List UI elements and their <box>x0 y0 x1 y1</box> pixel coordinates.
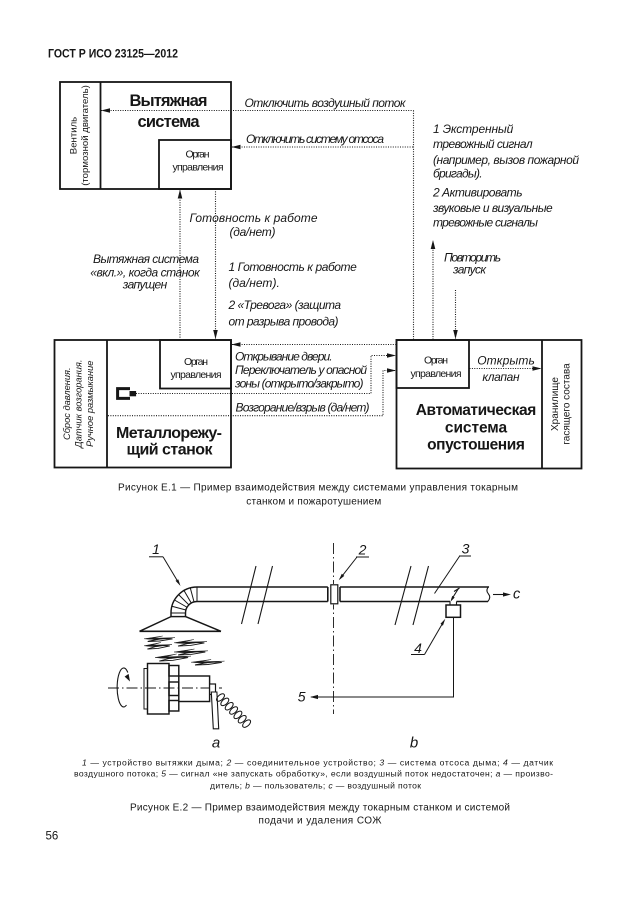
svg-text:подачи и удаления СОЖ: подачи и удаления СОЖ <box>259 816 383 827</box>
svg-text:запущен: запущен <box>122 278 168 292</box>
svg-text:Автоматическая: Автоматическая <box>416 402 537 419</box>
svg-text:Отключить воздушный поток: Отключить воздушный поток <box>245 96 407 110</box>
svg-text:5: 5 <box>298 689 306 705</box>
svg-text:дитель; b — пользователь; с —: дитель; b — пользователь; с — воздушный … <box>210 780 421 790</box>
svg-text:3: 3 <box>462 541 470 557</box>
svg-text:(да/нет).: (да/нет). <box>229 276 280 290</box>
svg-text:Вытяжная система: Вытяжная система <box>93 252 199 266</box>
svg-text:Переключатель у опасной: Переключатель у опасной <box>235 363 367 377</box>
svg-text:c: c <box>513 587 521 603</box>
svg-text:2 «Тревога» (защита: 2 «Тревога» (защита <box>228 298 342 312</box>
svg-text:56: 56 <box>46 831 59 843</box>
svg-text:управления: управления <box>171 369 222 381</box>
svg-text:гасящего состава: гасящего состава <box>562 363 573 445</box>
svg-text:(например, вызов пожарной: (например, вызов пожарной <box>433 153 579 167</box>
svg-text:1 — устройство вытяжки дыма; 2: 1 — устройство вытяжки дыма; 2 — соедини… <box>82 758 553 768</box>
svg-text:Возгорание/взрыв (да/нет): Возгорание/взрыв (да/нет) <box>236 401 370 415</box>
svg-text:2: 2 <box>358 542 367 558</box>
svg-text:Открыть: Открыть <box>477 354 535 368</box>
svg-text:4: 4 <box>414 640 422 656</box>
svg-text:1: 1 <box>152 541 160 557</box>
svg-text:Орган: Орган <box>186 149 210 161</box>
svg-text:(тормозной двигатель): (тормозной двигатель) <box>80 85 91 186</box>
svg-text:Готовность к работе: Готовность к работе <box>190 211 318 225</box>
svg-text:тревожный сигнал: тревожный сигнал <box>433 137 533 151</box>
svg-text:Вентиль: Вентиль <box>69 117 80 154</box>
svg-text:щий станок: щий станок <box>127 442 214 459</box>
svg-text:звуковые и визуальные: звуковые и визуальные <box>432 201 553 215</box>
svg-text:запуск: запуск <box>452 263 487 277</box>
svg-text:Рисунок Е.2 — Пример взаимодей: Рисунок Е.2 — Пример взаимодействия межд… <box>130 803 510 814</box>
svg-text:ГОСТ Р ИСО 23125—2012: ГОСТ Р ИСО 23125—2012 <box>48 49 178 61</box>
svg-text:Металлорежу-: Металлорежу- <box>116 425 222 442</box>
svg-text:бригады).: бригады). <box>433 167 483 181</box>
svg-text:от разрыва провода): от разрыва провода) <box>229 315 339 329</box>
svg-text:Повторить: Повторить <box>444 251 501 265</box>
svg-text:опустошения: опустошения <box>427 437 525 454</box>
svg-text:Орган: Орган <box>184 356 208 368</box>
svg-text:зоны (открыто/закрыто): зоны (открыто/закрыто) <box>234 377 364 391</box>
svg-text:2 Активировать: 2 Активировать <box>432 186 523 200</box>
svg-text:Хранилище: Хранилище <box>550 377 561 431</box>
svg-text:Датчик возгорания.: Датчик возгорания. <box>74 360 84 449</box>
svg-text:Вытяжная: Вытяжная <box>130 92 208 110</box>
svg-text:«вкл.», когда станок: «вкл.», когда станок <box>90 266 201 280</box>
svg-text:a: a <box>212 735 220 752</box>
svg-text:1 Экстренный: 1 Экстренный <box>433 122 514 136</box>
svg-text:Орган: Орган <box>424 355 448 367</box>
svg-text:Открывание двери.: Открывание двери. <box>235 350 333 364</box>
svg-text:клапан: клапан <box>482 370 520 384</box>
svg-text:1 Готовность к работе: 1 Готовность к работе <box>229 260 358 274</box>
svg-text:(да/нет): (да/нет) <box>230 225 276 239</box>
svg-text:управления: управления <box>411 368 462 380</box>
svg-text:Отключить систему отсоса: Отключить систему отсоса <box>246 132 384 146</box>
svg-text:Рисунок Е.1 — Пример взаимоде: Рисунок Е.1 — Пример взаимодействия межд… <box>118 483 518 494</box>
svg-text:Ручное размыкание: Ручное размыкание <box>85 361 95 447</box>
svg-text:Сброс давления.: Сброс давления. <box>62 367 72 440</box>
svg-text:система: система <box>445 419 508 436</box>
svg-text:b: b <box>410 735 418 752</box>
svg-text:воздушного потока; 5 — сигнал: воздушного потока; 5 — сигнал «не запуск… <box>74 769 553 779</box>
svg-text:станком и пожаротушением: станком и пожаротушением <box>246 497 381 508</box>
svg-text:тревожные сигналы: тревожные сигналы <box>433 216 538 230</box>
svg-text:система: система <box>138 113 201 131</box>
svg-text:управления: управления <box>173 162 224 174</box>
